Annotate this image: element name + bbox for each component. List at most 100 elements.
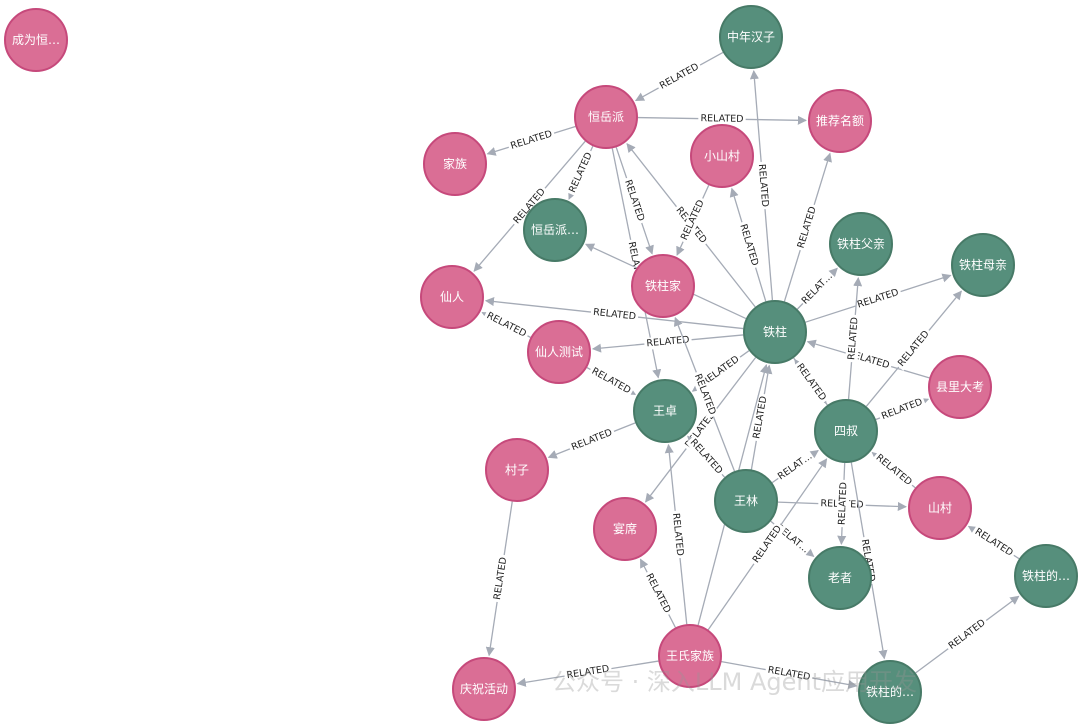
graph-node-n2[interactable]: 中年汉子 [719,5,783,69]
graph-node-n25[interactable]: 铁柱的… [858,660,922,724]
edge-label: RELATED [590,366,633,397]
edge-n25-n22[interactable]: RELATED [915,595,1020,674]
graph-node-n16[interactable]: 四叔 [814,399,878,463]
edge-label: RELATED [756,164,770,208]
graph-node-n18[interactable]: 王林 [714,469,778,533]
graph-node-n24[interactable]: 庆祝活动 [452,657,516,721]
graph-node-n22[interactable]: 铁柱的… [1014,544,1078,608]
node-circle[interactable] [808,89,872,153]
edge-n17-n24[interactable]: RELATED [485,501,513,657]
node-circle[interactable] [928,355,992,419]
edge-n22-n19[interactable]: RELATED [967,524,1020,561]
edge-n19-n16[interactable]: RELATED [871,450,916,490]
edge-n23-n15[interactable]: RELATED [664,443,688,625]
node-label: 王林 [734,494,758,508]
edge-label-background [567,425,617,455]
edge-n16-n21[interactable]: RELATED [836,462,851,545]
edge-n16-n12[interactable]: RELATED [792,358,830,406]
edge-label-background [794,203,820,252]
node-label: 铁柱的… [1022,568,1070,583]
edge-n13-n15[interactable]: RELATED [586,364,637,398]
edge-n23-n24[interactable]: RELATED [516,660,659,687]
edge-label: RELATED [837,482,850,525]
edge-n12-n11[interactable]: RELATED [484,297,744,330]
node-circle[interactable] [743,300,807,364]
edge-n3-n5[interactable]: RELATED [486,125,576,156]
graph-node-n10[interactable]: 铁柱家 [631,254,695,318]
graph-node-n17[interactable]: 村子 [485,438,549,502]
graph-node-n9[interactable]: 铁柱母亲 [951,233,1015,297]
graph-node-n15[interactable]: 王卓 [633,379,697,443]
edge-n13-n11[interactable]: RELATED [481,308,531,342]
node-circle[interactable] [523,198,587,262]
node-circle[interactable] [714,469,778,533]
edge-label-background [750,393,771,442]
graph-node-n5[interactable]: 家族 [423,132,487,196]
graph-node-n7[interactable]: 恒岳派… [523,198,587,262]
edge-label-background [877,395,927,424]
edge-label-background [698,112,746,126]
node-label: 铁柱家 [645,278,681,293]
edge-n12-n13[interactable]: RELATED [591,333,744,353]
edge-n3-n4[interactable]: RELATED [637,112,807,126]
graph-node-n8[interactable]: 铁柱父亲 [829,212,893,276]
graph-node-n20[interactable]: 宴席 [593,497,657,561]
node-circle[interactable] [829,212,893,276]
edge-n12-n2[interactable]: RELATED [749,69,774,301]
graph-node-n23[interactable]: 王氏家族 [658,624,722,688]
edge-n2-n3[interactable]: RELATED [634,51,724,102]
edge-n18-n15[interactable]: RELATED [685,435,727,479]
node-label: 四叔 [834,424,858,438]
graph-node-n19[interactable]: 山村 [908,476,972,540]
node-circle[interactable] [1014,544,1078,608]
edge-label-background [491,554,511,603]
node-circle[interactable] [858,660,922,724]
edge-label: RELATED [767,665,811,683]
edge-n3-n10[interactable]: RELATED [615,147,654,255]
node-circle[interactable] [574,85,638,149]
graph-node-n3[interactable]: 恒岳派 [574,85,638,149]
graph-node-n1[interactable]: 成为恒… [4,8,68,72]
node-circle[interactable] [951,233,1015,297]
node-circle[interactable] [908,476,972,540]
node-circle[interactable] [485,438,549,502]
edge-n15-n17[interactable]: RELATED [547,422,636,459]
node-circle[interactable] [814,399,878,463]
graph-node-n13[interactable]: 仙人测试 [527,320,591,384]
graph-node-n4[interactable]: 推荐名额 [808,89,872,153]
edge-n16-n14[interactable]: RELATED [875,395,930,424]
node-circle[interactable] [690,124,754,188]
node-label: 推荐名额 [816,113,864,128]
node-circle[interactable] [631,254,695,318]
node-circle[interactable] [808,546,872,610]
edge-n23-n20[interactable]: RELATED [639,558,676,628]
edge-label-background [641,569,675,618]
node-circle[interactable] [420,265,484,329]
edge-n23-n25[interactable]: RELATED [721,661,858,690]
edge-n16-n8[interactable]: RELATED [845,276,863,400]
edge-label: RELATED [856,287,900,311]
node-circle[interactable] [4,8,68,72]
edge-n18-n16[interactable]: RELAT… [771,449,819,484]
edge-n3-n7[interactable]: RELATED [565,145,597,200]
node-circle[interactable] [593,497,657,561]
edge-n18-n12[interactable]: RELATED [750,364,773,470]
node-label: 宴席 [613,521,637,536]
edge-label-background [764,663,814,684]
edge-n12-n8[interactable]: RELAT… [796,267,838,310]
graph-node-n21[interactable]: 老者 [808,546,872,610]
graph-node-n12[interactable]: 铁柱 [743,300,807,364]
node-circle[interactable] [719,5,783,69]
node-circle[interactable] [452,657,516,721]
graph-node-n11[interactable]: 仙人 [420,265,484,329]
node-circle[interactable] [423,132,487,196]
edge-label: RELATED [737,223,760,267]
graph-node-n6[interactable]: 小山村 [690,124,754,188]
edge-label-background [836,479,851,528]
node-circle[interactable] [658,624,722,688]
graph-node-n14[interactable]: 县里大考 [928,355,992,419]
node-circle[interactable] [527,320,591,384]
node-circle[interactable] [633,379,697,443]
edge-label: RELAT… [800,271,835,307]
